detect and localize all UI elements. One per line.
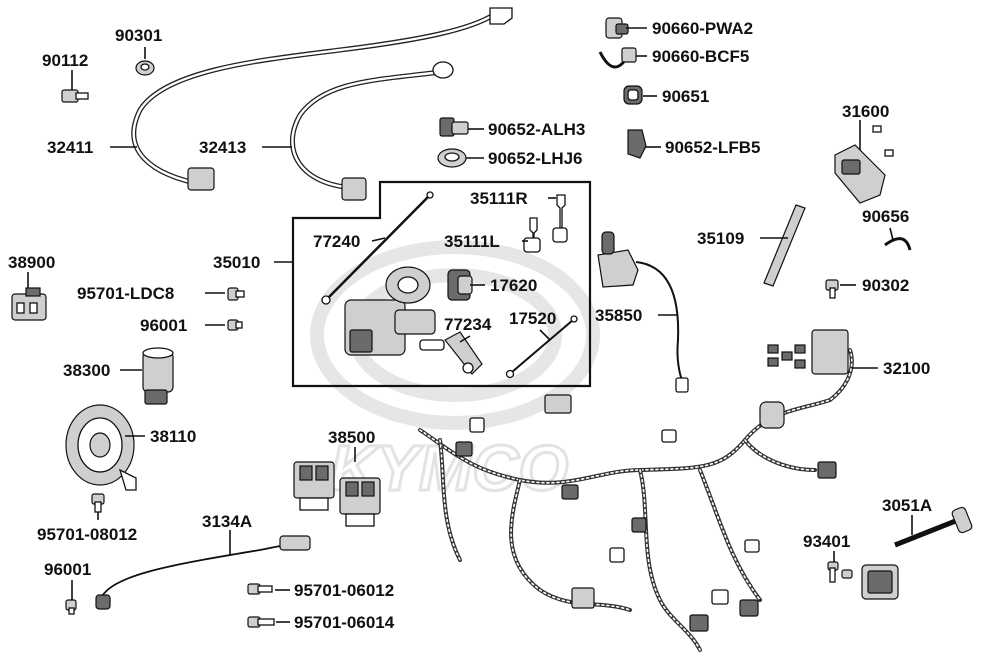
bolt-95701-08012	[91, 493, 105, 513]
relay-31600	[834, 125, 894, 204]
relay-38300	[142, 347, 174, 405]
label-32411: 32411	[47, 138, 93, 157]
tube-35109	[763, 204, 806, 287]
leader-lines	[27, 27, 913, 623]
label-3051a: 3051A	[882, 496, 932, 515]
label-90652-lhj6: 90652-LHJ6	[488, 149, 583, 168]
label-90112: 90112	[42, 51, 88, 70]
bolt-95701-06012	[247, 583, 273, 595]
label-95701-06012: 95701-06012	[294, 581, 394, 600]
bolt-93401	[827, 561, 853, 583]
bolt-90302	[825, 279, 839, 299]
horn-38110	[65, 404, 137, 491]
nut-96001-upper	[227, 319, 243, 331]
seat-lock-35850	[597, 231, 689, 393]
label-3134a: 3134A	[202, 512, 252, 531]
label-35111l: 35111L	[444, 232, 500, 251]
label-17620: 17620	[490, 276, 537, 295]
starter-cable-32413	[289, 61, 454, 201]
label-35109: 35109	[697, 229, 744, 248]
nut-90301	[135, 60, 155, 76]
nut-96001-lower	[65, 599, 77, 615]
label-96001-upper: 96001	[140, 316, 187, 335]
label-38110: 38110	[150, 427, 196, 446]
label-77240: 77240	[313, 232, 360, 251]
bolt-95701-ldc8	[227, 287, 245, 301]
label-90302: 90302	[862, 276, 909, 295]
clamp-90652-lfb5	[627, 129, 647, 159]
label-35010: 35010	[213, 253, 260, 272]
label-90660-pwa2: 90660-PWA2	[652, 19, 753, 38]
connector-38900	[11, 287, 47, 321]
label-90656: 90656	[862, 207, 909, 226]
bolt-95701-06014	[247, 616, 275, 628]
main-switch-set-35010	[291, 180, 592, 388]
label-93401: 93401	[803, 532, 850, 551]
clamp-90660-pwa2	[605, 17, 629, 39]
label-35850: 35850	[595, 306, 642, 325]
clamp-90652-lhj6	[437, 148, 467, 168]
clamp-90660-bcf5	[598, 47, 637, 69]
wire-harness-32100	[418, 329, 854, 652]
part-labels: 90301 90112 32411 32413 90660-PWA2 90660…	[8, 19, 932, 632]
label-95701-ldc8: 95701-LDC8	[77, 284, 174, 303]
band-90656	[884, 237, 912, 251]
label-38900: 38900	[8, 253, 55, 272]
label-90660-bcf5: 90660-BCF5	[652, 47, 749, 66]
battery-cable-32411	[131, 7, 513, 191]
label-90652-alh3: 90652-ALH3	[488, 120, 585, 139]
label-90651: 90651	[662, 87, 709, 106]
label-95701-08012: 95701-08012	[37, 525, 137, 544]
label-32100: 32100	[883, 359, 930, 378]
label-38500: 38500	[328, 428, 375, 447]
label-77234: 77234	[444, 315, 492, 334]
clamp-90651	[623, 85, 643, 105]
label-38300: 38300	[63, 361, 110, 380]
label-96001-lower: 96001	[44, 560, 91, 579]
label-31600: 31600	[842, 102, 889, 121]
switch-38500-b	[339, 477, 381, 527]
sensor-3134a	[95, 535, 311, 610]
label-32413: 32413	[199, 138, 246, 157]
ignition-coil-3051a	[861, 506, 973, 600]
switch-38500-a	[293, 461, 335, 511]
label-35111r: 35111R	[470, 189, 528, 208]
label-95701-06014: 95701-06014	[294, 613, 395, 632]
label-90652-lfb5: 90652-LFB5	[665, 138, 760, 157]
clamp-90652-alh3	[439, 117, 469, 137]
label-90301: 90301	[115, 26, 162, 45]
bolt-90112	[61, 89, 89, 103]
label-17520: 17520	[509, 309, 556, 328]
